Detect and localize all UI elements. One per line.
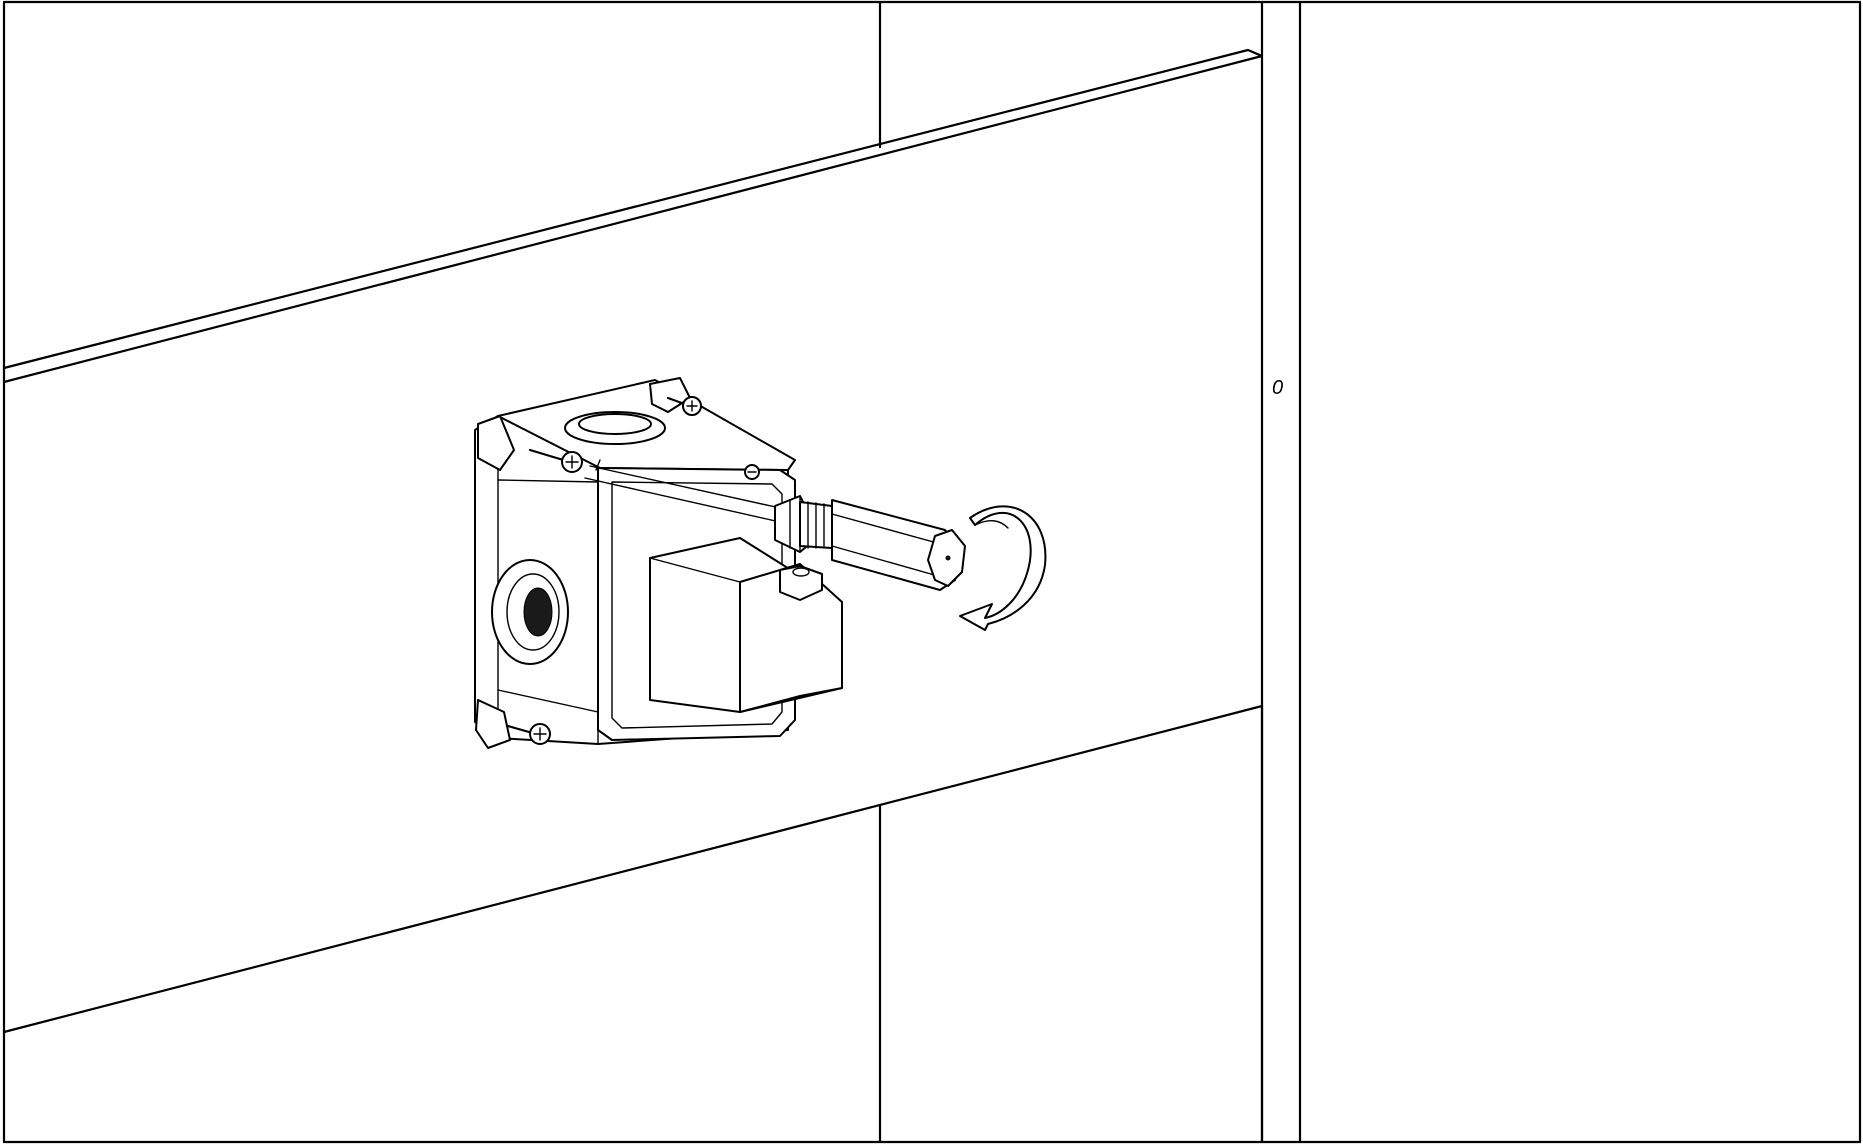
top-panel-edge	[2, 48, 1264, 384]
cartridge-nut	[779, 565, 823, 601]
valve-edge-1	[497, 479, 599, 483]
cartridge-edge	[649, 557, 741, 583]
side-port-mid	[506, 573, 560, 651]
valve-edge-2	[497, 689, 599, 713]
tool-end-dot	[945, 555, 951, 561]
screw-top-right	[666, 396, 702, 416]
threaded-stem	[584, 459, 781, 523]
ear-bottom-left	[475, 699, 511, 749]
screw-bottom-left	[506, 723, 551, 745]
side-port-inner	[523, 587, 553, 637]
top-port-inner	[578, 413, 652, 435]
screw-mid-right	[744, 464, 760, 480]
cartridge-nut-hole	[792, 567, 810, 577]
lower-panel-edge	[2, 704, 1264, 1034]
rotation-arrow-icon	[959, 505, 1047, 631]
mounting-screws	[506, 396, 760, 745]
cartridge-block-front	[739, 563, 843, 713]
hex-extension-tool	[774, 495, 966, 591]
valve-body	[474, 377, 843, 749]
frame-label: 0	[1272, 377, 1283, 399]
wall-structure	[2, 0, 1302, 1144]
screw-top-left	[528, 448, 583, 473]
ear-top-left	[477, 415, 515, 471]
valve-front-rim	[611, 481, 783, 729]
